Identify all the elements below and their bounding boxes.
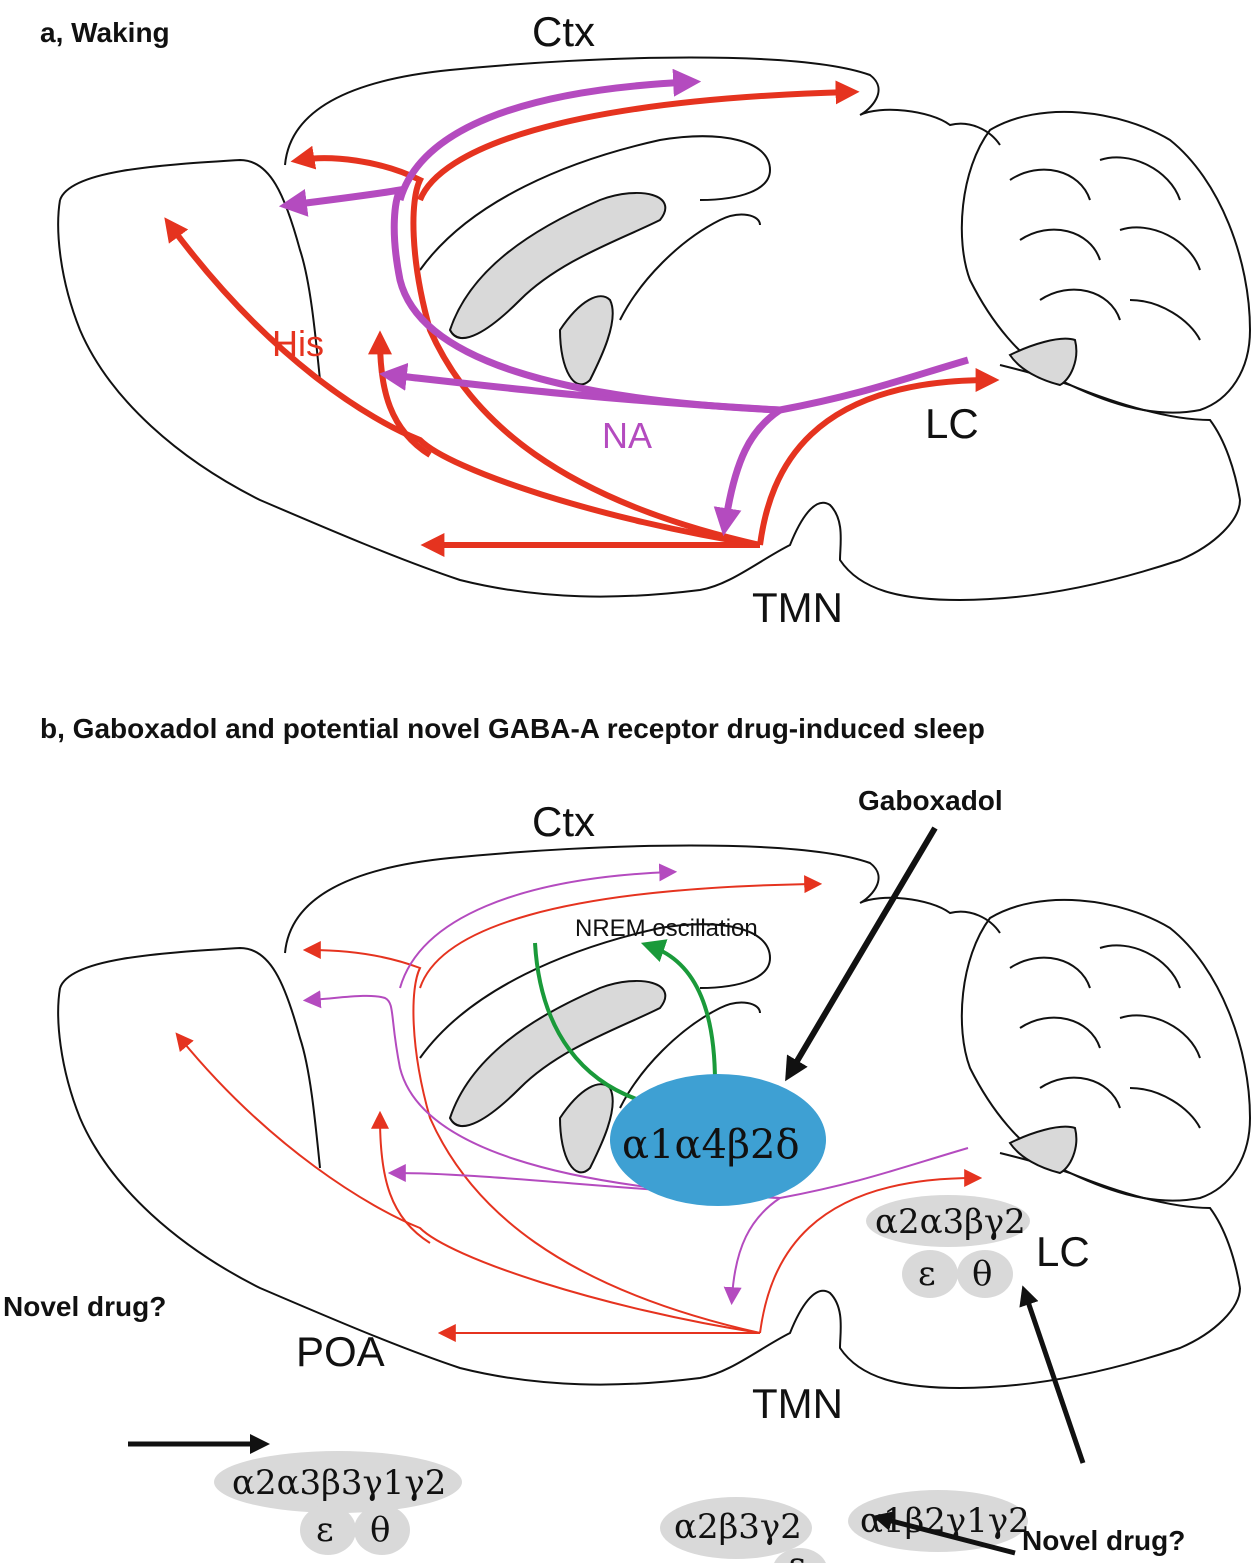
tmn-receptor-2-bg xyxy=(848,1490,1028,1552)
tmn-receptor-1-bg xyxy=(660,1497,812,1559)
poa-theta-label: θ xyxy=(370,1510,390,1550)
gaboxadol-arrow xyxy=(785,826,938,1082)
his-label: His xyxy=(272,323,324,364)
his-arrow-olfactory xyxy=(164,217,761,548)
tmn-label-a: TMN xyxy=(752,584,843,631)
panel-b-title: b, Gaboxadol and potential novel GABA-A … xyxy=(40,713,985,744)
tmn-epsilon-bg xyxy=(774,1548,826,1563)
ctx-label-a: Ctx xyxy=(532,8,595,55)
novel-drug-right-label: Novel drug? xyxy=(1022,1525,1185,1556)
ctx-label-b: Ctx xyxy=(532,798,595,845)
nrem-oscillation-label: NREM oscillation xyxy=(575,915,758,942)
na-arrow-frontal xyxy=(278,185,781,414)
tmn-receptor-1-label: α2β3γ2 xyxy=(674,1507,802,1547)
nrem-oscillation-arrows xyxy=(533,939,717,1115)
histamine-projections-b xyxy=(175,875,983,1342)
novel-drug-arrow-lc xyxy=(1019,1285,1086,1464)
lc-receptor-label: α2α3βγ2 xyxy=(875,1202,1026,1242)
his-arrow-septal xyxy=(368,330,432,458)
lc-theta-bg xyxy=(957,1250,1013,1298)
his-arrow-ctx xyxy=(417,80,860,202)
na-trunk xyxy=(779,356,969,414)
thalamus-receptor-ellipse xyxy=(610,1074,826,1206)
na-arrow-ctx xyxy=(396,68,702,201)
na-arrow-tmn xyxy=(713,407,782,537)
poa-epsilon-label: ε xyxy=(316,1510,334,1550)
tmn-label-b: TMN xyxy=(752,1380,843,1427)
his-arrow-frontal xyxy=(290,145,761,548)
lc-receptor-bg xyxy=(866,1195,1030,1247)
panel-b: Ctx Gaboxadol NREM oscillation α1α4β2δ α… xyxy=(3,785,1251,1563)
novel-drug-arrow-tmn xyxy=(872,1511,1016,1556)
noradrenaline-projections-a xyxy=(278,68,969,537)
lc-label-a: LC xyxy=(925,400,979,447)
tmn-receptor-2-label: α1β2γ1γ2 xyxy=(860,1501,1030,1541)
lc-epsilon-label: ε xyxy=(918,1254,936,1294)
poa-receptor-bg xyxy=(214,1451,462,1513)
brain-outline-a xyxy=(57,56,1251,601)
na-label: NA xyxy=(602,415,652,456)
poa-receptor-label: α2α3β3γ1γ2 xyxy=(232,1463,446,1503)
histamine-projections-a xyxy=(164,80,1000,557)
tmn-epsilon-label: ε xyxy=(788,1545,806,1563)
poa-theta-bg xyxy=(354,1505,410,1555)
panel-a: a, Waking Ctx His NA LC TMN xyxy=(40,8,1251,631)
lc-label-b: LC xyxy=(1036,1228,1090,1275)
thalamic-receptor-label: α1α4β2δ xyxy=(622,1122,800,1168)
panel-a-title: a, Waking xyxy=(40,17,170,48)
poa-label: POA xyxy=(296,1328,385,1375)
poa-epsilon-bg xyxy=(300,1505,356,1555)
lc-epsilon-bg xyxy=(902,1250,958,1298)
novel-drug-left-label: Novel drug? xyxy=(3,1291,166,1322)
his-arrow-lc xyxy=(757,368,1000,546)
gaboxadol-label: Gaboxadol xyxy=(858,785,1003,816)
lc-theta-label: θ xyxy=(972,1254,992,1294)
